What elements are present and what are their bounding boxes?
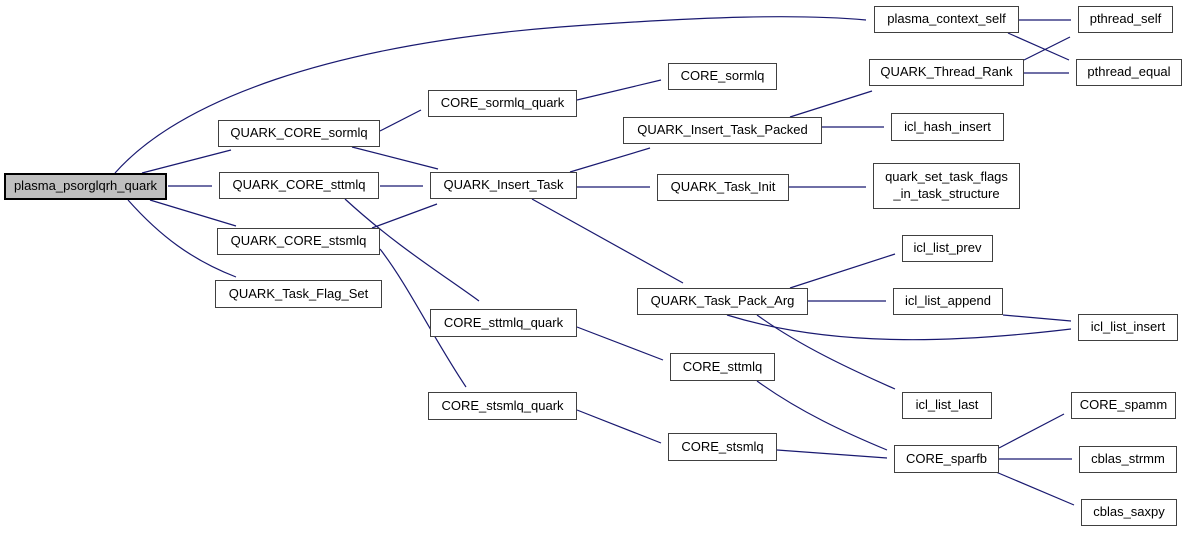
graph-node-QUARK_Task_Init[interactable]: QUARK_Task_Init xyxy=(657,174,789,201)
graph-node-QUARK_CORE_sttmlq[interactable]: QUARK_CORE_sttmlq xyxy=(219,172,379,199)
graph-edge-CORE_sttmlq-to-CORE_sparfb: M757,381 C800,412 846,433 887,450 xyxy=(756,380,888,451)
graph-node-cblas_saxpy[interactable]: cblas_saxpy xyxy=(1081,499,1177,526)
graph-edge-QUARK_Insert_Task-to-QUARK_Insert_Task_Packed: M570,172 L650,148 xyxy=(569,147,651,173)
graph-node-icl_hash_insert[interactable]: icl_hash_insert xyxy=(891,113,1004,141)
graph-node-cblas_strmm[interactable]: cblas_strmm xyxy=(1079,446,1177,473)
graph-edge-plasma_context_self-to-pthread_equal: M1008,33 L1069,60 xyxy=(1007,32,1070,61)
graph-node-label: QUARK_Insert_Task_Packed xyxy=(637,122,808,138)
graph-edge-QUARK_CORE_stsmlq-to-CORE_stsmlq_quark: M380,249 C408,285 432,336 466,387 xyxy=(379,248,467,388)
graph-node-QUARK_Thread_Rank[interactable]: QUARK_Thread_Rank xyxy=(869,59,1024,86)
graph-node-icl_list_last[interactable]: icl_list_last xyxy=(902,392,992,419)
graph-node-label: QUARK_Thread_Rank xyxy=(880,64,1013,80)
graph-node-CORE_sormlq[interactable]: CORE_sormlq xyxy=(668,63,777,90)
graph-node-pthread_equal[interactable]: pthread_equal xyxy=(1076,59,1182,86)
graph-edge-CORE_sttmlq_quark-to-CORE_sttmlq: M577,327 L663,360 xyxy=(576,326,664,361)
graph-edge-QUARK_Task_Pack_Arg-to-icl_list_last: M757,315 C800,346 852,370 895,389 xyxy=(756,314,896,390)
graph-node-label: plasma_context_self xyxy=(887,11,1006,27)
graph-edge-CORE_sparfb-to-cblas_saxpy: M996,472 L1074,505 xyxy=(995,471,1075,506)
graph-node-label: cblas_strmm xyxy=(1091,451,1165,467)
graph-node-CORE_sttmlq[interactable]: CORE_sttmlq xyxy=(670,353,775,381)
graph-node-label: quark_set_task_flags_in_task_structure xyxy=(885,169,1008,201)
graph-node-CORE_spamm[interactable]: CORE_spamm xyxy=(1071,392,1176,419)
graph-node-quark_set_task_flags_in_task_structure[interactable]: quark_set_task_flags_in_task_structure xyxy=(873,163,1020,209)
graph-node-label: icl_list_last xyxy=(915,397,979,413)
graph-node-label: QUARK_Task_Init xyxy=(670,179,776,195)
graph-node-label: pthread_self xyxy=(1089,11,1162,27)
graph-edge-plasma_psorglqrh_quark-to-QUARK_CORE_stsmlq: M150,200 L236,226 xyxy=(149,199,237,227)
graph-node-QUARK_CORE_sormlq[interactable]: QUARK_CORE_sormlq xyxy=(218,120,380,147)
graph-edge-plasma_psorglqrh_quark-to-plasma_context_self: M115,173 C180,100 330,45 560,27 C710,16 … xyxy=(114,16,867,174)
graph-node-QUARK_Task_Pack_Arg[interactable]: QUARK_Task_Pack_Arg xyxy=(637,288,808,315)
graph-node-label: QUARK_CORE_stsmlq xyxy=(230,233,367,249)
graph-node-CORE_sormlq_quark[interactable]: CORE_sormlq_quark xyxy=(428,90,577,117)
graph-edge-QUARK_Thread_Rank-to-pthread_self: M1024,60 L1070,37 xyxy=(1023,36,1071,61)
graph-edge-QUARK_CORE_stsmlq-to-QUARK_Insert_Task: M372,228 L437,204 xyxy=(371,203,438,229)
graph-node-label: QUARK_Task_Flag_Set xyxy=(228,285,369,301)
graph-node-CORE_stsmlq[interactable]: CORE_stsmlq xyxy=(668,433,777,461)
graph-node-label: CORE_spamm xyxy=(1079,397,1168,413)
graph-edge-QUARK_Insert_Task-to-QUARK_Task_Pack_Arg: M532,199 L683,283 xyxy=(531,198,684,284)
graph-edge-QUARK_CORE_sttmlq-to-CORE_sttmlq_quark: M345,199 C395,245 442,274 479,301 xyxy=(344,198,480,302)
graph-node-label: CORE_sttmlq xyxy=(682,358,763,374)
graph-node-label: CORE_stsmlq_quark xyxy=(441,397,564,413)
graph-edge-plasma_psorglqrh_quark-to-QUARK_Task_Flag_Set: M128,200 C160,236 192,260 236,277 xyxy=(127,199,237,278)
graph-node-label: icl_list_append xyxy=(904,293,991,309)
graph-edge-CORE_stsmlq-to-CORE_sparfb: M777,450 L887,458 xyxy=(776,449,888,459)
graph-node-label: icl_list_prev xyxy=(913,240,982,256)
graph-node-label: pthread_equal xyxy=(1087,64,1171,80)
graph-node-label: icl_hash_insert xyxy=(904,118,991,134)
graph-node-CORE_sparfb[interactable]: CORE_sparfb xyxy=(894,445,999,473)
graph-edge-QUARK_CORE_sormlq-to-QUARK_Insert_Task: M352,147 L438,169 xyxy=(351,146,439,170)
graph-node-icl_list_prev[interactable]: icl_list_prev xyxy=(902,235,993,262)
graph-edge-CORE_sormlq_quark-to-CORE_sormlq: M577,100 L661,80 xyxy=(576,79,662,101)
graph-node-label: QUARK_Insert_Task xyxy=(443,177,564,193)
graph-node-label: icl_list_insert xyxy=(1090,319,1166,335)
graph-node-plasma_context_self[interactable]: plasma_context_self xyxy=(874,6,1019,33)
graph-node-label: CORE_sparfb xyxy=(906,450,987,466)
graph-node-label: QUARK_CORE_sttmlq xyxy=(232,177,366,193)
graph-node-icl_list_insert[interactable]: icl_list_insert xyxy=(1078,314,1178,341)
graph-node-CORE_sttmlq_quark[interactable]: CORE_sttmlq_quark xyxy=(430,309,577,337)
graph-node-QUARK_CORE_stsmlq[interactable]: QUARK_CORE_stsmlq xyxy=(217,228,380,255)
graph-node-label: cblas_saxpy xyxy=(1093,504,1165,520)
graph-node-QUARK_Insert_Task[interactable]: QUARK_Insert_Task xyxy=(430,172,577,199)
graph-node-label: CORE_sormlq xyxy=(680,68,765,84)
graph-edge-QUARK_Task_Pack_Arg-to-icl_list_prev: M790,288 L895,254 xyxy=(789,253,896,289)
graph-node-plasma_psorglqrh_quark: plasma_psorglqrh_quark xyxy=(4,173,167,200)
graph-node-icl_list_append[interactable]: icl_list_append xyxy=(893,288,1003,315)
graph-node-label: QUARK_Task_Pack_Arg xyxy=(650,293,795,309)
graph-edge-icl_list_append-to-icl_list_insert: M1003,315 L1071,321 xyxy=(1002,314,1072,322)
graph-node-QUARK_Task_Flag_Set[interactable]: QUARK_Task_Flag_Set xyxy=(215,280,382,308)
graph-node-pthread_self[interactable]: pthread_self xyxy=(1078,6,1173,33)
graph-node-label: CORE_sttmlq_quark xyxy=(443,314,564,330)
graph-node-label: plasma_psorglqrh_quark xyxy=(13,178,158,194)
graph-node-label: CORE_stsmlq xyxy=(681,438,764,454)
graph-node-CORE_stsmlq_quark[interactable]: CORE_stsmlq_quark xyxy=(428,392,577,420)
graph-edge-CORE_stsmlq_quark-to-CORE_stsmlq: M577,410 L661,443 xyxy=(576,409,662,444)
graph-edge-QUARK_Task_Pack_Arg-to-icl_list_insert: M727,315 C840,350 970,341 1071,329 xyxy=(726,314,1072,341)
graph-node-label: QUARK_CORE_sormlq xyxy=(230,125,368,141)
graph-edge-CORE_sparfb-to-CORE_spamm: M999,448 L1064,414 xyxy=(998,413,1065,449)
graph-node-QUARK_Insert_Task_Packed[interactable]: QUARK_Insert_Task_Packed xyxy=(623,117,822,144)
graph-node-label: CORE_sormlq_quark xyxy=(440,95,565,111)
graph-edge-QUARK_CORE_sormlq-to-CORE_sormlq_quark: M380,131 L421,110 xyxy=(379,109,422,132)
graph-edge-plasma_psorglqrh_quark-to-QUARK_CORE_sormlq: M142,173 L231,150 xyxy=(141,149,232,174)
graph-edge-QUARK_Insert_Task_Packed-to-QUARK_Thread_Rank: M790,117 L872,91 xyxy=(789,90,873,118)
